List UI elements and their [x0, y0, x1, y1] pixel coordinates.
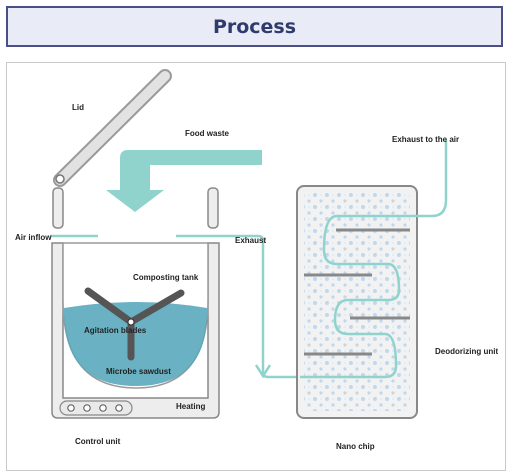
label-microbe-sawdust: Microbe sawdust	[106, 367, 171, 376]
microbe-sawdust	[64, 302, 207, 386]
title-banner: Process	[6, 6, 503, 47]
deodorizing-unit	[296, 140, 448, 419]
label-food-waste: Food waste	[185, 129, 230, 138]
hinge-icon	[55, 174, 65, 184]
label-heating: Heating	[176, 402, 205, 411]
control-button-icon	[115, 404, 123, 412]
label-composting-tank: Composting tank	[133, 273, 199, 282]
control-button-icon	[83, 404, 91, 412]
lid	[53, 69, 172, 187]
food-waste-arrow	[106, 150, 262, 212]
label-exhaust-to-air: Exhaust to the air	[392, 135, 459, 144]
composting-tank	[51, 187, 220, 419]
label-control-unit: Control unit	[75, 437, 121, 446]
label-deodorizing-unit: Deodorizing unit	[435, 347, 498, 356]
control-button-icon	[67, 404, 75, 412]
label-air-inflow: Air inflow	[15, 233, 52, 242]
air-flow-lines	[50, 234, 300, 379]
label-agitation-blades: Agitation blades	[84, 326, 147, 335]
label-nano-chip: Nano chip	[336, 442, 375, 451]
label-lid: Lid	[72, 103, 84, 112]
page-title: Process	[212, 15, 297, 38]
control-button-icon	[99, 404, 107, 412]
agitation-blades	[84, 287, 185, 361]
label-exhaust: Exhaust	[235, 236, 266, 245]
